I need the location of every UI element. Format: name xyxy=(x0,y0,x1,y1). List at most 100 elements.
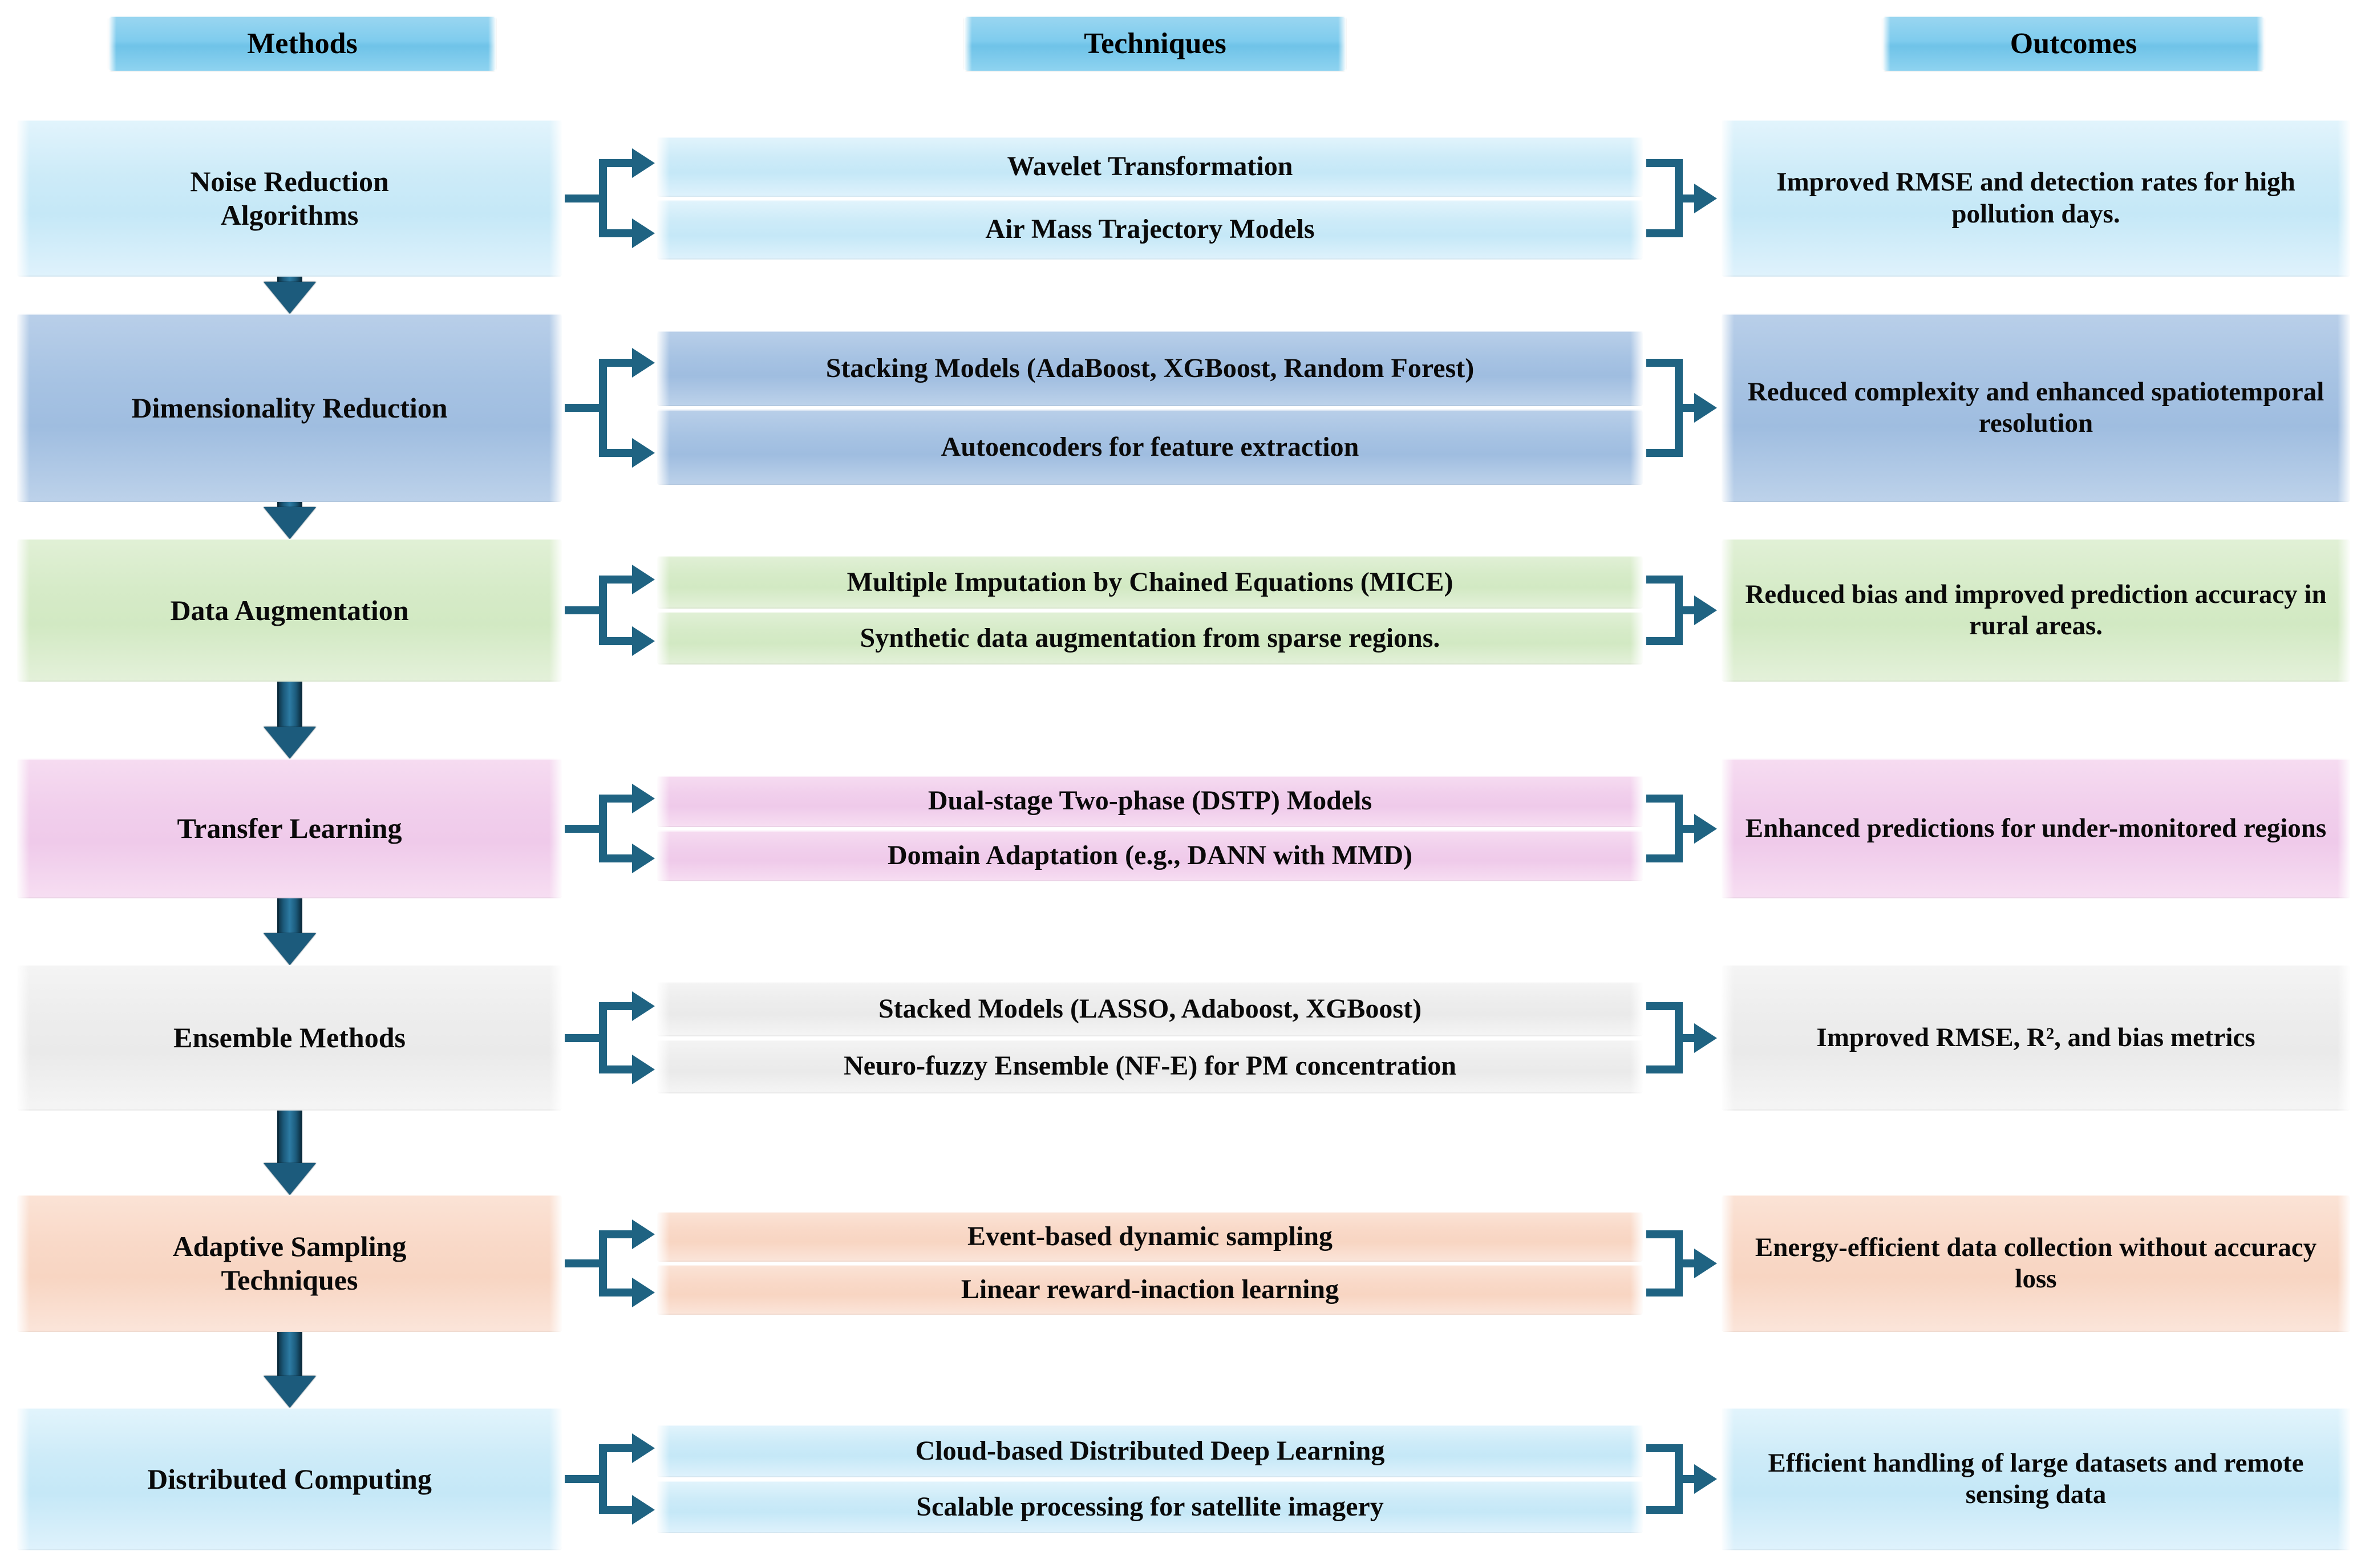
outcome-box-2[interactable]: Reduced bias and improved prediction acc… xyxy=(1722,539,2350,682)
merge-outlet xyxy=(1675,194,1696,202)
outcome-box-0[interactable]: Improved RMSE and detection rates for hi… xyxy=(1722,120,2350,277)
split-connector-4 xyxy=(565,982,656,1093)
split-spine xyxy=(599,1230,607,1296)
technique-box-2-1[interactable]: Synthetic data augmentation from sparse … xyxy=(657,612,1643,665)
arrowhead-right-icon xyxy=(1694,813,1717,844)
technique-box-3-0[interactable]: Dual-stage Two-phase (DSTP) Models xyxy=(657,776,1643,827)
outcome-box-5[interactable]: Energy-efficient data collection without… xyxy=(1722,1195,2350,1332)
arrowhead-right-icon xyxy=(1694,183,1717,213)
technique-label: Stacked Models (LASSO, Adaboost, XGBoost… xyxy=(878,993,1422,1024)
split-spine xyxy=(599,576,607,645)
flow-arrow-down-2 xyxy=(256,682,324,759)
method-box-1[interactable]: Dimensionality Reduction xyxy=(17,314,562,502)
technique-box-0-0[interactable]: Wavelet Transformation xyxy=(657,137,1643,197)
technique-box-1-1[interactable]: Autoencoders for feature extraction xyxy=(657,410,1643,485)
split-branch-1 xyxy=(599,1065,634,1073)
technique-label: Neuro-fuzzy Ensemble (NF-E) for PM conce… xyxy=(844,1051,1456,1081)
split-stem xyxy=(565,1259,602,1267)
technique-box-1-0[interactable]: Stacking Models (AdaBoost, XGBoost, Rand… xyxy=(657,331,1643,406)
flow-arrowhead-down-icon xyxy=(263,1163,316,1195)
method-box-0[interactable]: Noise Reduction Algorithms xyxy=(17,120,562,277)
method-box-4[interactable]: Ensemble Methods xyxy=(17,965,562,1111)
technique-box-3-1[interactable]: Domain Adaptation (e.g., DANN with MMD) xyxy=(657,830,1643,881)
method-label: Noise Reduction Algorithms xyxy=(190,165,389,231)
split-branch-1 xyxy=(599,854,634,862)
merge-inlet-1 xyxy=(1646,1288,1682,1296)
flow-arrow-down-4 xyxy=(256,1111,324,1195)
outcome-box-4[interactable]: Improved RMSE, R², and bias metrics xyxy=(1722,965,2350,1111)
split-branch-1 xyxy=(599,1288,634,1296)
split-spine xyxy=(599,159,607,238)
technique-box-6-1[interactable]: Scalable processing for satellite imager… xyxy=(657,1481,1643,1533)
arrowhead-right-icon xyxy=(632,347,655,378)
technique-box-4-0[interactable]: Stacked Models (LASSO, Adaboost, XGBoost… xyxy=(657,982,1643,1036)
merge-inlet-0 xyxy=(1646,576,1682,584)
arrowhead-right-icon xyxy=(632,843,655,873)
method-box-2[interactable]: Data Augmentation xyxy=(17,539,562,682)
split-connector-6 xyxy=(565,1425,656,1533)
arrowhead-right-icon xyxy=(632,1054,655,1084)
merge-outlet xyxy=(1675,1259,1696,1267)
flow-arrowhead-down-icon xyxy=(263,933,316,965)
merge-connector-3 xyxy=(1646,776,1719,881)
outcome-box-1[interactable]: Reduced complexity and enhanced spatiote… xyxy=(1722,314,2350,502)
flow-arrow-shaft xyxy=(277,277,302,283)
technique-label: Linear reward-inaction learning xyxy=(961,1274,1339,1305)
split-branch-1 xyxy=(599,449,634,457)
arrowhead-right-icon xyxy=(632,1277,655,1307)
arrowhead-right-icon xyxy=(632,218,655,249)
method-box-6[interactable]: Distributed Computing xyxy=(17,1408,562,1550)
split-branch-1 xyxy=(599,637,634,645)
flow-arrow-down-0 xyxy=(256,277,324,314)
split-spine xyxy=(599,1002,607,1073)
merge-inlet-0 xyxy=(1646,1444,1682,1453)
outcome-box-6[interactable]: Efficient handling of large datasets and… xyxy=(1722,1408,2350,1550)
merge-outlet xyxy=(1675,1475,1696,1483)
split-branch-0 xyxy=(599,1230,634,1239)
split-stem xyxy=(565,606,602,614)
split-branch-0 xyxy=(599,159,634,167)
arrowhead-right-icon xyxy=(632,438,655,468)
technique-box-5-0[interactable]: Event-based dynamic sampling xyxy=(657,1212,1643,1262)
technique-box-0-1[interactable]: Air Mass Trajectory Models xyxy=(657,200,1643,260)
method-label: Ensemble Methods xyxy=(173,1022,406,1054)
method-label: Dimensionality Reduction xyxy=(131,391,448,424)
split-branch-0 xyxy=(599,795,634,803)
technique-box-5-1[interactable]: Linear reward-inaction learning xyxy=(657,1265,1643,1315)
technique-box-2-0[interactable]: Multiple Imputation by Chained Equations… xyxy=(657,556,1643,609)
technique-box-4-1[interactable]: Neuro-fuzzy Ensemble (NF-E) for PM conce… xyxy=(657,1039,1643,1093)
arrowhead-right-icon xyxy=(632,784,655,814)
merge-inlet-0 xyxy=(1646,159,1682,167)
flow-arrow-shaft xyxy=(277,1332,302,1377)
merge-connector-1 xyxy=(1646,331,1719,485)
split-connector-0 xyxy=(565,137,656,260)
split-branch-1 xyxy=(599,1505,634,1514)
merge-inlet-1 xyxy=(1646,229,1682,238)
outcome-label: Reduced bias and improved prediction acc… xyxy=(1745,579,2327,641)
split-connector-5 xyxy=(565,1212,656,1315)
split-branch-0 xyxy=(599,576,634,584)
arrowhead-right-icon xyxy=(632,1494,655,1525)
split-connector-2 xyxy=(565,556,656,665)
flow-arrow-shaft xyxy=(277,682,302,728)
technique-label: Stacking Models (AdaBoost, XGBoost, Rand… xyxy=(825,353,1475,383)
arrowhead-right-icon xyxy=(1694,1249,1717,1278)
split-spine xyxy=(599,1444,607,1514)
outcome-label: Energy-efficient data collection without… xyxy=(1755,1232,2317,1294)
technique-box-6-0[interactable]: Cloud-based Distributed Deep Learning xyxy=(657,1425,1643,1477)
split-stem xyxy=(565,404,602,412)
split-stem xyxy=(565,1475,602,1483)
outcome-label: Improved RMSE and detection rates for hi… xyxy=(1776,167,2295,229)
method-box-3[interactable]: Transfer Learning xyxy=(17,759,562,898)
arrowhead-right-icon xyxy=(1694,1464,1717,1494)
split-spine xyxy=(599,795,607,862)
split-connector-1 xyxy=(565,331,656,485)
method-box-5[interactable]: Adaptive Sampling Techniques xyxy=(17,1195,562,1332)
merge-connector-6 xyxy=(1646,1425,1719,1533)
split-branch-1 xyxy=(599,229,634,238)
column-header-methods: Methods xyxy=(108,16,496,71)
flow-arrow-shaft xyxy=(277,898,302,934)
merge-inlet-1 xyxy=(1646,1505,1682,1514)
outcome-box-3[interactable]: Enhanced predictions for under-monitored… xyxy=(1722,759,2350,898)
outcome-label: Enhanced predictions for under-monitored… xyxy=(1745,813,2327,843)
